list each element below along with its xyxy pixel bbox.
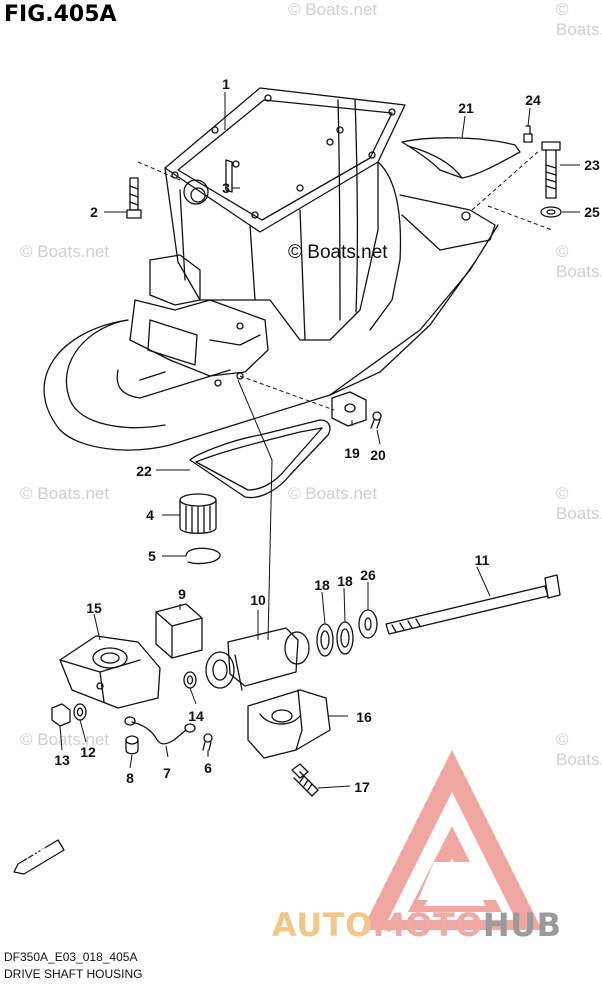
- watermark: © Boats.net: [20, 730, 110, 749]
- part-2-bolt: [126, 177, 142, 219]
- callout-21: 21: [458, 100, 474, 116]
- figure-code: DF350A_E03_018_405A: [4, 950, 138, 964]
- drive-shaft-housing: [129, 87, 496, 387]
- callout-26: 26: [360, 567, 376, 583]
- watermark: © Boats.net: [20, 242, 110, 261]
- fwd-arrow-icon: [13, 839, 65, 875]
- callout-2: 2: [90, 204, 98, 220]
- part-15-bracket: [59, 635, 161, 709]
- callout-13: 13: [54, 752, 70, 768]
- callout-8: 8: [126, 770, 134, 786]
- figure-caption: DRIVE SHAFT HOUSING: [4, 967, 143, 981]
- housing-plate: [43, 224, 499, 451]
- part-19-block: [331, 391, 367, 427]
- callout-14: 14: [188, 708, 204, 724]
- callout-15: 15: [86, 600, 102, 616]
- callout-24: 24: [525, 92, 541, 108]
- callout-23: 23: [584, 157, 600, 173]
- callout-18: 18: [314, 577, 330, 593]
- part-8-bolt: [125, 735, 139, 755]
- part-21-cover: [401, 137, 521, 179]
- part-16-bracket: [247, 689, 331, 759]
- part-10-mount: [205, 627, 310, 691]
- callout-4: 4: [146, 507, 154, 523]
- watermark: © Boats.net: [556, 484, 602, 523]
- callout-17: 17: [354, 779, 370, 795]
- part-9-pad: [155, 603, 203, 659]
- callout-10: 10: [250, 592, 266, 608]
- watermark: © Boats.net: [20, 484, 110, 503]
- part-23-bolt: [541, 141, 561, 199]
- part-22-gasket: [189, 419, 331, 499]
- callout-22: 22: [136, 463, 152, 479]
- callout-25: 25: [584, 204, 600, 220]
- watermark: © Boats.net: [288, 0, 378, 19]
- watermark: © Boats.net: [556, 242, 602, 281]
- callout-3: 3: [222, 180, 230, 196]
- callout-20: 20: [370, 447, 386, 463]
- part-11-bolt: [385, 574, 561, 635]
- logo-part-auto: AUTO: [272, 906, 373, 944]
- part-13-nut: [51, 703, 71, 727]
- callout-19: 19: [344, 445, 360, 461]
- part-17-bolt: [291, 763, 319, 797]
- watermark: © Boats.net: [556, 0, 602, 39]
- callout-6: 6: [204, 760, 212, 776]
- watermark: © Boats.net: [288, 484, 378, 503]
- part-6-screw: [202, 733, 213, 751]
- callout-7: 7: [163, 765, 171, 781]
- part-24-bolt: [523, 125, 533, 143]
- part-4-seal: [179, 493, 217, 534]
- center-watermark: © Boats.net: [288, 242, 388, 263]
- callout-12: 12: [80, 744, 96, 760]
- figure-title: FIG.405A: [4, 2, 117, 27]
- part-25-washer: [540, 206, 562, 218]
- logo-part-hub: HUB: [482, 906, 562, 944]
- callout-18b: 18: [337, 573, 353, 589]
- callout-11: 11: [474, 552, 490, 568]
- part-7-wire: [124, 716, 196, 745]
- logo-part-moto: MOTO: [372, 906, 483, 944]
- callout-16: 16: [356, 709, 372, 725]
- part-5-circlip: [185, 547, 221, 565]
- callout-5: 5: [148, 548, 156, 564]
- callout-1: 1: [222, 76, 230, 92]
- watermark: © Boats.net: [556, 730, 602, 769]
- part-20-screw: [370, 411, 382, 429]
- automotohub-logo: AUTOMOTOHUB: [272, 906, 562, 944]
- callout-9: 9: [178, 586, 186, 602]
